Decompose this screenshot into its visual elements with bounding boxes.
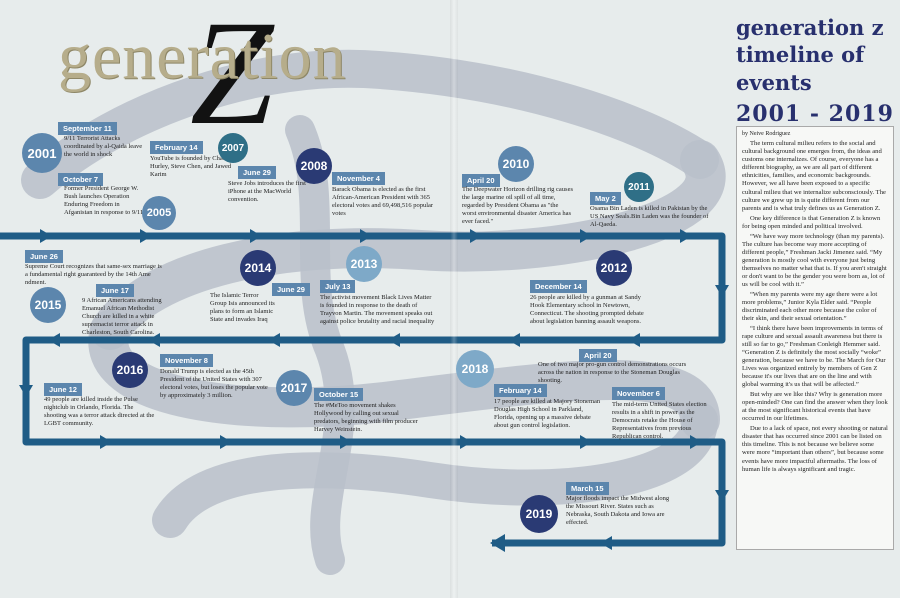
article-paragraph: But why are we like this? Why is generat… (742, 391, 888, 423)
year-circle-2017: 2017 (276, 370, 312, 406)
event-date-label: December 14 (530, 280, 587, 293)
event-date-label: June 29 (238, 166, 276, 179)
title-generation: generation (58, 20, 347, 93)
event-date-label: March 15 (566, 482, 609, 495)
event-date-label: June 26 (25, 250, 63, 263)
event-text: The mid-term United States election resu… (612, 401, 707, 440)
event-date-label: October 15 (314, 388, 364, 401)
event-text: 49 people are killed inside the Pulse ni… (44, 396, 155, 427)
event-text: The activist movement Black Lives Matter… (320, 294, 435, 325)
year-circle-2005: 2005 (142, 196, 176, 230)
event-text: 17 people are killed at Majory Stoneman … (494, 398, 601, 429)
year-circle-2019: 2019 (520, 495, 558, 533)
event-date-label: June 29 (272, 283, 310, 296)
event-text: 9/11 Terrorist Attacks coordinated by al… (64, 135, 143, 158)
event-text: 26 people are killed by a gunman at Sand… (530, 294, 644, 325)
year-circle-2001: 2001 (22, 133, 62, 173)
event-date-label: October 7 (58, 173, 104, 186)
year-circle-2007: 2007 (218, 133, 248, 163)
event-date-label: February 14 (494, 384, 547, 397)
page-fold (450, 0, 458, 598)
side-title-years: 2001 - 2019 (736, 100, 894, 127)
event-date-label: April 20 (462, 174, 500, 187)
event-text: 9 African Americans attending Emanuel Af… (82, 297, 162, 336)
year-circle-2010: 2010 (498, 146, 534, 182)
article-paragraph: “We have way more technology (than my pa… (742, 232, 887, 288)
event-text: One of two major pro-gun control demonst… (538, 361, 687, 384)
event-text: The Islamic Terror Group Isis announced … (210, 292, 275, 323)
year-circle-2011: 2011 (624, 172, 654, 202)
year-circle-2013: 2013 (346, 246, 382, 282)
article-column: by Neive Rodriguez The term cultural mil… (736, 126, 894, 550)
year-circle-2012: 2012 (596, 250, 632, 286)
year-circle-2014: 2014 (240, 250, 276, 286)
side-title: generation z timeline of events 2001 - 2… (736, 14, 896, 128)
event-text: Major floods impact the Midwest along th… (566, 495, 670, 526)
event-text: The Deepwater Horizon drilling rig cause… (462, 186, 574, 225)
article-paragraph: The term cultural milieu refers to the s… (742, 140, 886, 212)
year-circle-2015: 2015 (30, 287, 66, 323)
side-title-line2: timeline of (736, 42, 865, 68)
event-date-label: September 11 (58, 122, 117, 135)
event-date-label: June 12 (44, 383, 82, 396)
event-date-label: November 6 (612, 387, 665, 400)
side-title-line3: events (736, 69, 812, 95)
event-text: Former President George W. Bush launches… (64, 185, 144, 216)
event-text: Osama Bin Laden is killed in Pakistan by… (590, 205, 709, 228)
event-text: YouTube is founded by Chad Hurley, Steve… (150, 155, 232, 178)
event-date-label: November 4 (332, 172, 385, 185)
event-text: Donald Trump is elected as the 45th Pres… (160, 368, 268, 399)
title-letter-z: Z (190, 0, 274, 156)
event-text: Supreme Court recognizes that same-sex m… (25, 263, 162, 286)
event-date-label: April 20 (579, 349, 617, 362)
article-paragraph: “I think there have been improvements in… (742, 325, 886, 389)
article-paragraph: Due to a lack of space, not every shooti… (742, 425, 888, 473)
article-paragraph: “When my parents were my age there were … (742, 290, 878, 322)
year-circle-2016: 2016 (112, 352, 148, 388)
article-paragraph: One key difference is that Generation Z … (742, 214, 881, 230)
year-circle-2008: 2008 (296, 148, 332, 184)
article-byline: by Neive Rodriguez (742, 131, 791, 137)
year-circle-2018: 2018 (456, 350, 494, 388)
event-date-label: July 13 (320, 280, 356, 293)
event-date-label: May 2 (590, 192, 621, 205)
event-text: Steve Jobs introduces the first iPhone a… (228, 180, 306, 203)
event-text: The #MeToo movement shakes Hollywood by … (314, 402, 418, 433)
event-date-label: November 8 (160, 354, 213, 367)
event-date-label: February 14 (150, 141, 203, 154)
timeline-arrows (19, 229, 729, 552)
event-date-label: June 17 (96, 284, 134, 297)
event-text: Barack Obama is elected as the first Afr… (332, 186, 434, 217)
side-title-line1: generation z (736, 15, 884, 40)
